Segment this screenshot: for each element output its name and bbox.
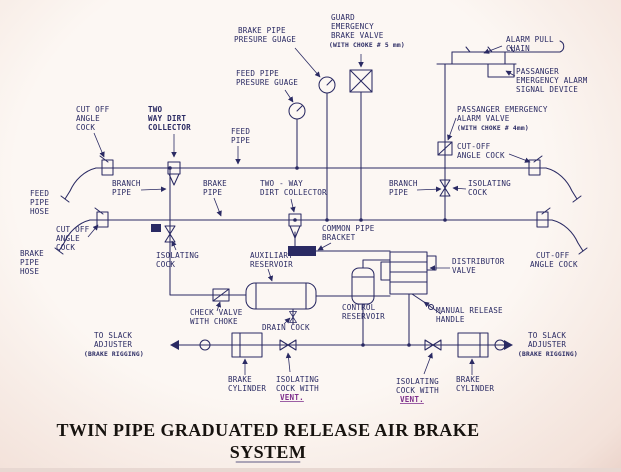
common-pipe-bracket-symbol <box>288 246 316 256</box>
passenger-alarm-valve-symbol <box>437 141 453 156</box>
alarm-pull-chain-symbol <box>436 40 565 65</box>
slack-adjuster-arrow-right <box>504 340 513 350</box>
brake-pipe-hose-right-symbol <box>551 219 588 255</box>
pipe-junctions <box>168 166 447 347</box>
manual-release-handle-symbol <box>411 293 435 311</box>
angle-cock-feed-right <box>528 155 543 176</box>
brake-pipe-pressure-gauge-symbol <box>318 76 336 94</box>
guard-emergency-brake-valve-symbol <box>349 69 373 93</box>
feed-pipe-hose-right-symbol <box>545 167 582 203</box>
piston-left-symbol <box>199 339 211 351</box>
two-way-dirt-collector-feed-symbol <box>167 161 181 186</box>
feed-pipe-pressure-gauge-symbol <box>288 102 306 120</box>
slack-adjuster-arrow-left <box>170 340 179 350</box>
components <box>54 40 588 358</box>
label-drain-cock: DRAIN COCK <box>262 323 310 332</box>
brake-cylinder-left-symbol <box>231 332 263 358</box>
brake-cylinder-right-symbol <box>457 332 489 358</box>
distributor-valve-symbol <box>380 251 437 295</box>
angle-cock-brake-left <box>94 207 109 228</box>
diagram-title-line1: TWIN PIPE GRADUATED RELEASE AIR BRAKE <box>56 420 479 440</box>
branch-coupling-block <box>151 224 161 232</box>
brake-pipe-hose-symbol <box>54 219 91 255</box>
angle-cock-brake-right <box>536 207 551 228</box>
control-reservoir-symbol <box>351 267 375 305</box>
check-valve-with-choke-symbol <box>212 288 230 302</box>
leader-arrows <box>87 45 531 375</box>
piston-right-symbol <box>494 339 506 351</box>
cr-to-dv-pipe <box>362 259 391 269</box>
two-way-dirt-collector-brake-symbol <box>288 213 302 239</box>
auxiliary-reservoir-symbol <box>245 282 317 310</box>
passenger-alarm-signal-device-symbol <box>487 63 515 78</box>
diagram-title-line2: SYSTEM <box>230 442 306 462</box>
angle-cock-feed-left <box>99 155 114 176</box>
feed-pipe-hose-symbol <box>60 167 97 203</box>
